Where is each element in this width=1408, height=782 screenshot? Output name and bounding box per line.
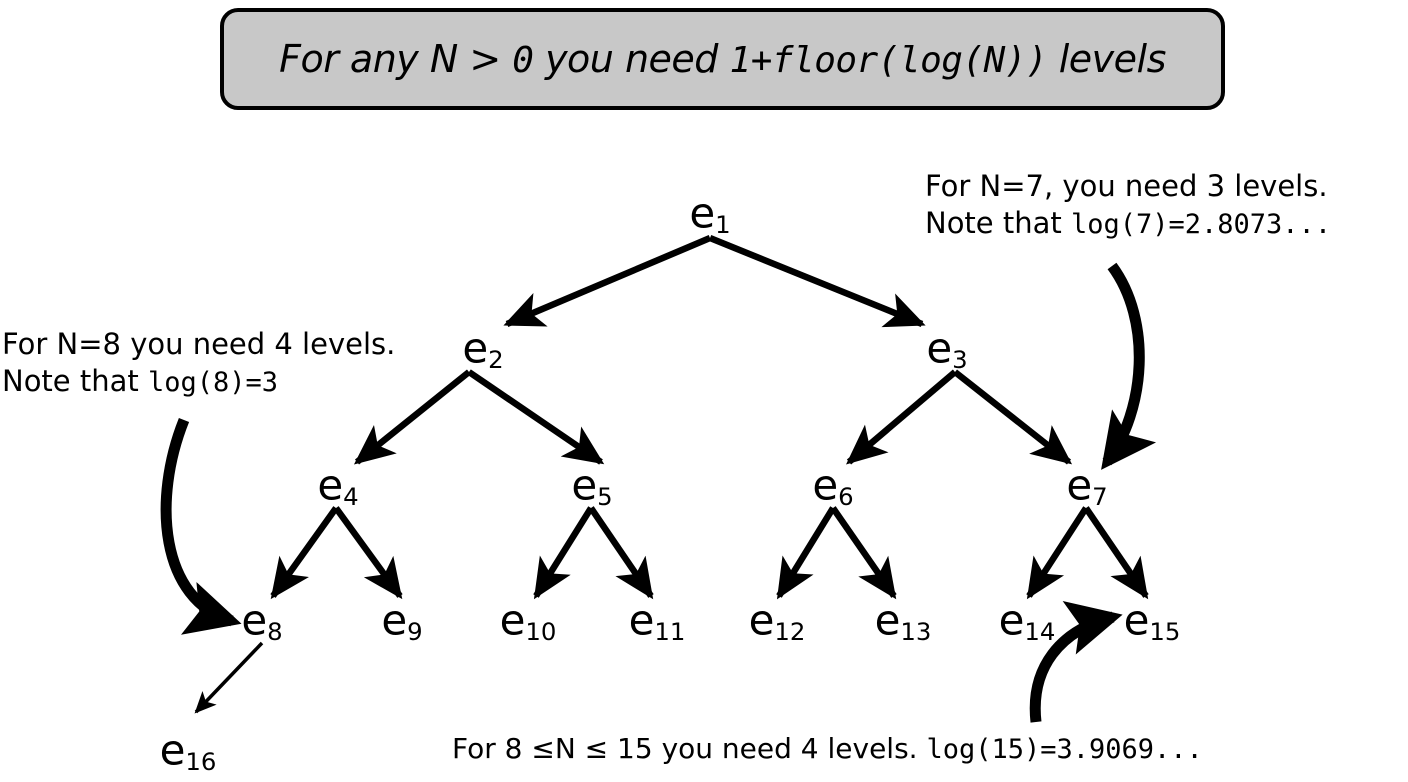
pointer-to-e8 [160, 417, 242, 635]
theorem-banner: For any N > 0 you need 1+floor(log(N)) l… [220, 8, 1225, 110]
tree-node-index: 2 [488, 344, 504, 374]
tree-node-base: e [628, 595, 655, 645]
tree-node-e11: e11 [629, 599, 686, 646]
banner-zero: 0 [512, 40, 534, 81]
tree-node-e4: e4 [317, 464, 359, 511]
pointer-to-e15 [1029, 601, 1123, 723]
tree-node-index: 3 [952, 344, 968, 374]
banner-formula: 1+floor(log(N)) [729, 40, 1048, 81]
annotation-range: For 8 ≤N ≤ 15 you need 4 levels. log(15)… [452, 731, 1203, 767]
annotation-n8-line2-prefix: Note that [2, 363, 148, 398]
annotation-n7-line1: For N=7, you need 3 levels. [925, 169, 1328, 203]
annotation-n8-line1: For N=8 you need 4 levels. [2, 327, 396, 361]
tree-node-index: 4 [343, 481, 359, 511]
tree-edge-e2-e5 [467, 369, 605, 465]
tree-node-index: 11 [654, 616, 686, 646]
tree-node-e8: e8 [241, 599, 283, 646]
tree-node-index: 12 [774, 616, 806, 646]
tree-edge-e4-e9 [333, 506, 403, 600]
banner-prefix: For any N > [279, 37, 513, 81]
annotation-n8: For N=8 you need 4 levels. Note that log… [2, 326, 395, 400]
tree-node-index: 10 [525, 616, 557, 646]
tree-edge-e5-e10 [533, 506, 594, 600]
tree-node-base: e [689, 188, 716, 238]
tree-node-base: e [159, 725, 186, 775]
tree-edge-e3-e6 [846, 369, 958, 465]
tree-node-e9: e9 [381, 599, 423, 646]
annotation-n7-line2-mono: log(7)=2.8073... [1070, 208, 1332, 240]
tree-node-e13: e13 [875, 599, 932, 646]
annotation-range-mono: log(15)=3.9069... [926, 734, 1203, 765]
tree-node-e14: e14 [999, 599, 1056, 646]
theorem-banner-text: For any N > 0 you need 1+floor(log(N)) l… [279, 37, 1166, 81]
annotation-range-prefix: For 8 ≤N ≤ 15 you need 4 levels. [452, 732, 927, 765]
tree-edge-e5-e11 [588, 506, 654, 600]
tree-node-index: 16 [185, 746, 217, 776]
tree-edge-layer [194, 234, 1149, 714]
tree-node-base: e [499, 595, 526, 645]
tree-node-e16: e16 [160, 729, 217, 776]
tree-node-e1: e1 [689, 192, 731, 239]
tree-node-base: e [1123, 595, 1150, 645]
banner-suffix: levels [1047, 37, 1167, 81]
tree-edge-e2-e4 [353, 369, 472, 465]
tree-node-e7: e7 [1066, 464, 1108, 511]
tree-node-index: 13 [900, 616, 932, 646]
annotation-n7: For N=7, you need 3 levels. Note that lo… [925, 168, 1331, 242]
tree-node-base: e [812, 460, 839, 510]
tree-edge-e1-e3 [708, 234, 926, 328]
tree-node-index: 6 [838, 481, 854, 511]
annotation-n8-line2-mono: log(8)=3 [147, 366, 279, 398]
tree-edge-e8-e16 [194, 641, 264, 714]
tree-node-index: 1 [715, 209, 731, 239]
tree-node-e10: e10 [500, 599, 557, 646]
annotation-n7-line2-prefix: Note that [925, 205, 1071, 240]
tree-node-e3: e3 [926, 327, 968, 374]
tree-node-base: e [571, 460, 598, 510]
tree-node-base: e [241, 595, 268, 645]
tree-node-index: 8 [267, 616, 283, 646]
pointer-to-e7 [1101, 262, 1157, 470]
tree-edge-e7-e14 [1026, 506, 1089, 600]
tree-node-base: e [462, 323, 489, 373]
annotation-n7-line2: Note that log(7)=2.8073... [925, 205, 1331, 242]
tree-node-base: e [317, 460, 344, 510]
tree-node-base: e [748, 595, 775, 645]
tree-node-e12: e12 [749, 599, 806, 646]
tree-node-e5: e5 [571, 464, 613, 511]
tree-node-index: 14 [1024, 616, 1056, 646]
tree-node-e2: e2 [462, 327, 504, 374]
tree-edge-e6-e13 [830, 506, 897, 600]
tree-node-index: 9 [407, 616, 423, 646]
annotation-pointer-layer [160, 262, 1157, 723]
tree-node-e6: e6 [812, 464, 854, 511]
tree-node-base: e [1066, 460, 1093, 510]
tree-node-e15: e15 [1124, 599, 1181, 646]
tree-edge-e3-e7 [952, 369, 1073, 465]
tree-edge-e4-e8 [270, 506, 339, 600]
banner-middle: you need [533, 37, 730, 81]
tree-edge-e6-e12 [776, 506, 836, 600]
tree-node-index: 7 [1092, 481, 1108, 511]
tree-node-base: e [926, 323, 953, 373]
tree-node-index: 5 [597, 481, 613, 511]
tree-edge-e7-e15 [1083, 506, 1149, 600]
annotation-n8-line2: Note that log(8)=3 [2, 363, 395, 400]
tree-node-base: e [874, 595, 901, 645]
tree-node-base: e [998, 595, 1025, 645]
tree-edge-e1-e2 [503, 235, 712, 327]
tree-node-base: e [381, 595, 408, 645]
tree-node-index: 15 [1149, 616, 1181, 646]
